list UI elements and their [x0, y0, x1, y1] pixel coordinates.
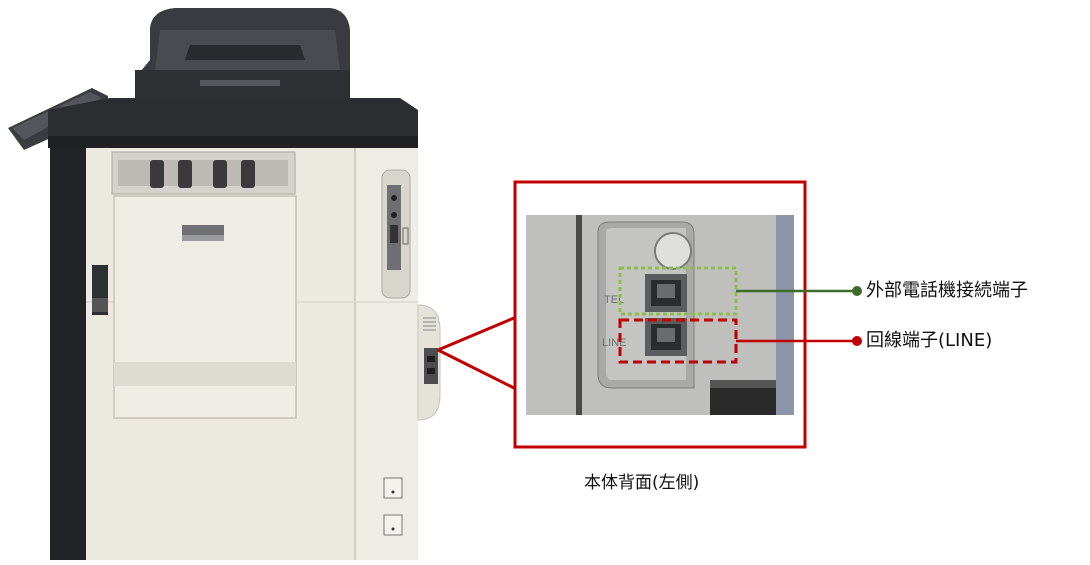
- line-callout-dot: [852, 336, 862, 346]
- callout-lines: [736, 286, 862, 346]
- rear-view-caption: 本体背面(左側): [584, 473, 700, 493]
- port-line-text: LINE: [602, 337, 626, 349]
- tel-port-highlight: [618, 266, 738, 316]
- zoomed-ports-photo: TEL LINE: [526, 215, 794, 415]
- zoom-callout: TEL LINE: [437, 180, 807, 449]
- line-port-highlight: [618, 318, 738, 364]
- tel-port-label: 外部電話機接続端子: [866, 280, 1028, 301]
- line-port-label: 回線端子(LINE): [866, 330, 993, 351]
- copier-illustration: [8, 8, 441, 560]
- zoom-pointer-line: [437, 316, 515, 352]
- tel-callout-dot: [852, 286, 862, 296]
